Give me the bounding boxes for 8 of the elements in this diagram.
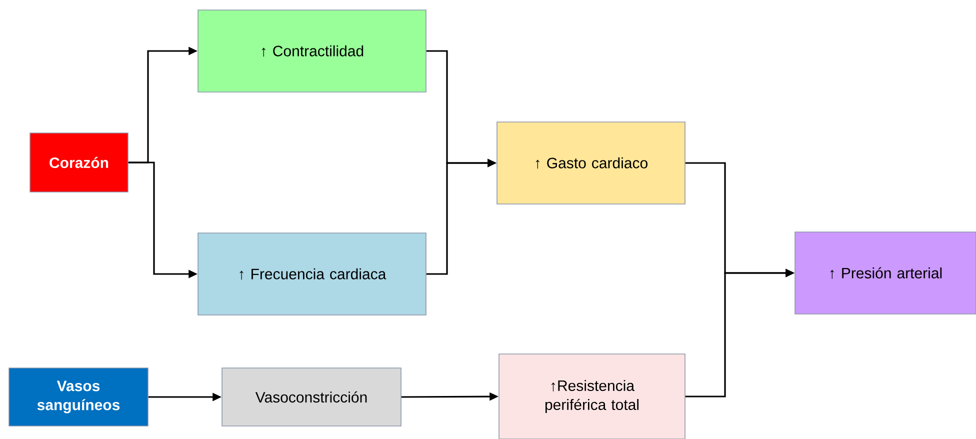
effect-box: Vasoconstricción: [222, 368, 402, 426]
effect-box: ↑ Frecuencia cardiaca: [198, 232, 426, 316]
organ-box: Vasos sanguíneos: [8, 368, 148, 426]
effect-box: ↑ Gasto cardiaco: [496, 122, 686, 204]
result-box: ↑ Presión arterial: [794, 232, 976, 314]
effect-box: ↑ Contractilidad: [198, 10, 426, 92]
organ-box: Corazón: [30, 132, 128, 192]
effect-box: ↑Resistencia periférica total: [498, 354, 686, 439]
